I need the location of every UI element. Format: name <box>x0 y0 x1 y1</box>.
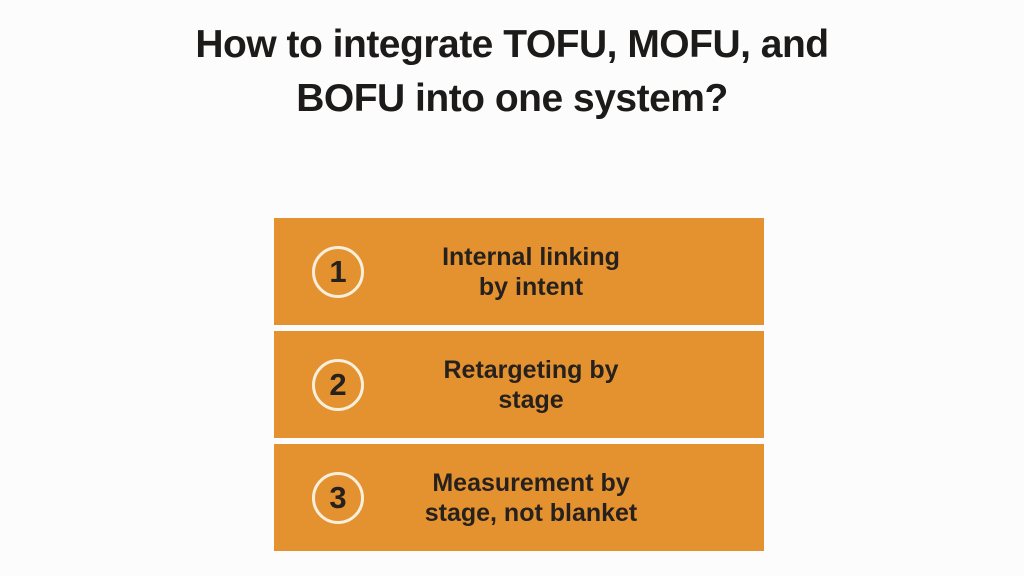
step-1-number-badge: 1 <box>312 245 364 298</box>
step-row-1: 1 Internal linking by intent <box>274 218 764 325</box>
step-3-label: Measurement by stage, not blanket <box>424 468 638 527</box>
steps-list: 1 Internal linking by intent 2 Retargeti… <box>274 218 764 551</box>
step-row-2: 2 Retargeting by stage <box>274 331 764 438</box>
step-1-label: Internal linking by intent <box>442 242 620 301</box>
step-3-number-badge: 3 <box>312 471 364 524</box>
step-1-number: 1 <box>329 253 347 289</box>
step-2-number-badge: 2 <box>312 358 364 411</box>
step-2-label: Retargeting by stage <box>443 355 619 414</box>
step-3-number: 3 <box>329 479 347 515</box>
step-2-number: 2 <box>329 366 347 402</box>
page-title-line1: How to integrate TOFU, MOFU, and <box>195 23 829 66</box>
page-title-line2: BOFU into one system? <box>296 77 728 120</box>
step-row-3: 3 Measurement by stage, not blanket <box>274 444 764 551</box>
